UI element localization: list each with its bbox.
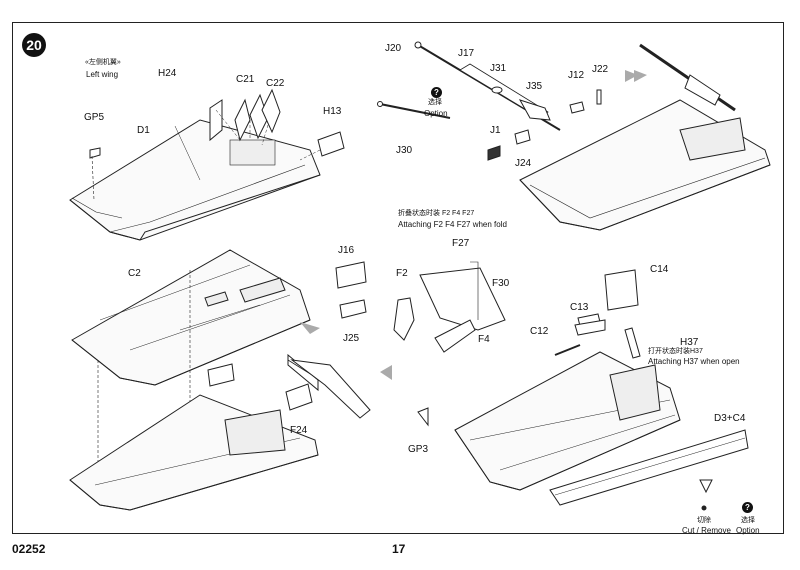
page-number: 17 [392, 542, 406, 556]
wing-bottom-right [454, 269, 749, 511]
part-h13: H13 [323, 106, 342, 117]
part-f2: F2 [396, 268, 408, 279]
part-j30: J30 [396, 145, 413, 156]
part-h24: H24 [158, 68, 177, 79]
part-j17: J17 [458, 48, 475, 59]
part-j31: J31 [490, 63, 507, 74]
fold-parts [300, 261, 506, 427]
option-icon: ? [431, 87, 442, 98]
part-j1: J1 [490, 125, 501, 136]
part-f4: F4 [478, 334, 490, 345]
part-f30: F30 [492, 278, 510, 289]
option-icon-2: ? [742, 502, 753, 513]
part-d1: D1 [137, 125, 150, 136]
part-j12: J12 [568, 70, 585, 81]
model-code: 02252 [12, 542, 46, 556]
part-c22: C22 [266, 78, 285, 89]
cut-label-en: Cut / Remove [682, 526, 731, 535]
part-gp3: GP3 [408, 444, 429, 455]
part-f27: F27 [452, 238, 470, 249]
wing-top-right [519, 43, 771, 231]
option2-label-en: Option [736, 526, 760, 535]
page-border [12, 22, 784, 534]
open-note-en: Attaching H37 when open [648, 357, 740, 366]
wing-bottom-left [69, 353, 371, 511]
gun-parts [377, 41, 602, 161]
left-wing-label-cn: «左侧机翼» [85, 59, 121, 66]
open-note-cn: 打开状态时装H37 [648, 348, 703, 355]
fold-note-en: Attaching F2 F4 F27 when fold [398, 220, 507, 229]
part-c13: C13 [570, 302, 589, 313]
part-j35: J35 [526, 81, 543, 92]
part-f24: F24 [290, 425, 308, 436]
fold-note-cn: 折叠状态时装 F2 F4 F27 [398, 210, 475, 217]
part-gp5: GP5 [84, 112, 105, 123]
part-j20: J20 [385, 43, 402, 54]
option2-label-cn: 选择 [741, 517, 755, 524]
wing-top-left [69, 88, 345, 241]
step-number: 20 [22, 33, 46, 57]
part-c14: C14 [650, 264, 669, 275]
option-label-cn: 选择 [428, 99, 442, 106]
part-j22: J22 [592, 64, 609, 75]
part-j24: J24 [515, 158, 532, 169]
part-c21: C21 [236, 74, 255, 85]
part-h37: H37 [680, 337, 699, 348]
part-c2: C2 [128, 268, 141, 279]
cut-label-cn: 切除 [697, 517, 711, 524]
left-wing-label-en: Left wing [86, 70, 119, 79]
part-j25: J25 [343, 333, 360, 344]
option-label-en: Option [424, 109, 448, 118]
part-j16: J16 [338, 245, 355, 256]
part-d3-c4: D3+C4 [714, 413, 746, 424]
part-c12: C12 [530, 326, 549, 337]
